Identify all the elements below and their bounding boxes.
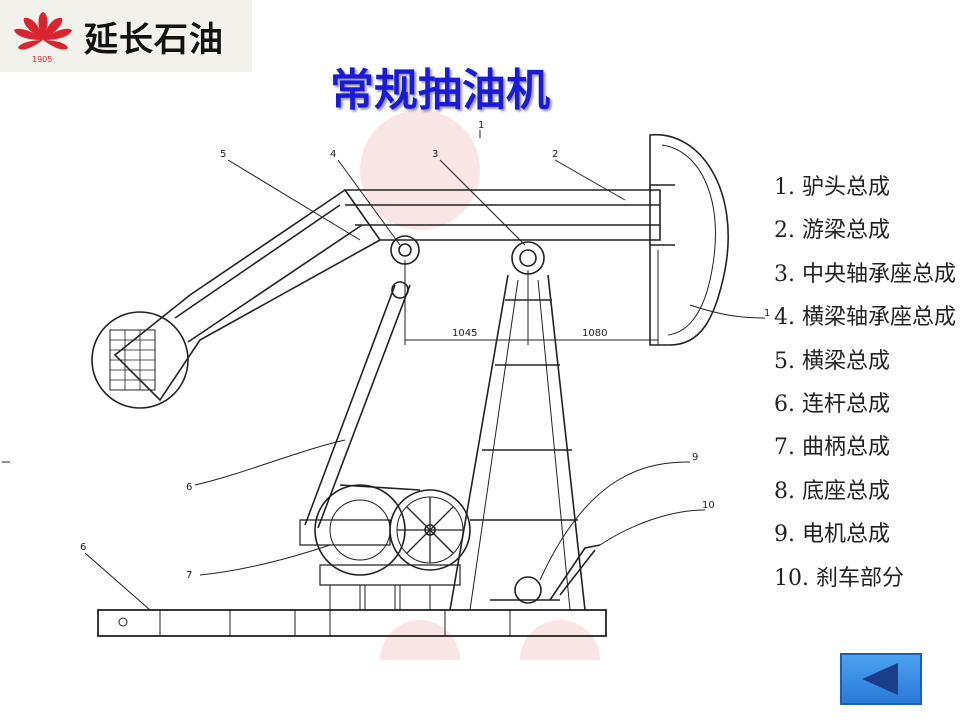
callout-6-base: 6: [80, 542, 86, 553]
triangle-left-icon: [862, 663, 898, 695]
pumpjack-drawing: 1045 1080 5 4 3 2 1 6 7 9 10 1 6: [2, 110, 770, 660]
legend-item: 7. 曲柄总成: [774, 435, 890, 461]
callout-1-top: 1: [478, 120, 484, 131]
equalizer-beam: [113, 189, 381, 402]
samson-post: [449, 274, 586, 611]
callout-leaders: [84, 159, 766, 611]
legend-item: 9. 电机总成: [774, 522, 890, 548]
callout-4: 4: [330, 149, 336, 160]
legend-item: 4. 横梁轴承座总成: [774, 305, 956, 331]
walking-beam: [343, 189, 661, 241]
callout-1: 1: [764, 308, 770, 319]
flywheel: [389, 489, 471, 571]
brand-name: 延长石油: [84, 20, 224, 60]
pitman-rod: [304, 284, 396, 526]
legend-item: 6. 连杆总成: [774, 392, 890, 418]
callout-5: 5: [220, 149, 226, 160]
callout-3: 3: [432, 149, 438, 160]
legend-item: 3. 中央轴承座总成: [774, 261, 956, 287]
dimension-right: 1080: [582, 328, 607, 339]
motor: [514, 576, 542, 604]
dimension-left: 1045: [452, 328, 477, 339]
brand-logo: 1905 延长石油: [0, 0, 252, 72]
callout-6: 6: [186, 482, 192, 493]
legend-item: 1. 驴头总成: [774, 175, 890, 200]
callout-2: 2: [552, 149, 558, 160]
parts-legend: 1. 驴头总成 2. 游梁总成 3. 中央轴承座总成 4. 横梁轴承座总成 5.…: [774, 166, 960, 600]
logo-year: 1905: [32, 55, 52, 64]
page-title: 常规抽油机: [330, 65, 550, 116]
legend-item: 5. 横梁总成: [774, 348, 890, 374]
background-watermark: [360, 110, 600, 660]
base-skid: [97, 609, 607, 637]
legend-item: 8. 底座总成: [774, 478, 890, 504]
callout-7: 7: [186, 570, 192, 581]
counterweight-circle: [91, 311, 189, 409]
brake-lever: [549, 544, 601, 601]
legend-item: 2. 游梁总成: [774, 218, 890, 244]
gear-reducer-wheel: [314, 484, 406, 576]
callout-10: 10: [702, 500, 715, 511]
legend-item: 10. 刹车部分: [774, 565, 904, 591]
callout-9: 9: [692, 452, 698, 463]
flower-logo-icon: 1905: [14, 12, 72, 64]
back-button[interactable]: [840, 653, 922, 705]
horse-head: [649, 134, 729, 346]
center-bearing: [511, 241, 545, 275]
